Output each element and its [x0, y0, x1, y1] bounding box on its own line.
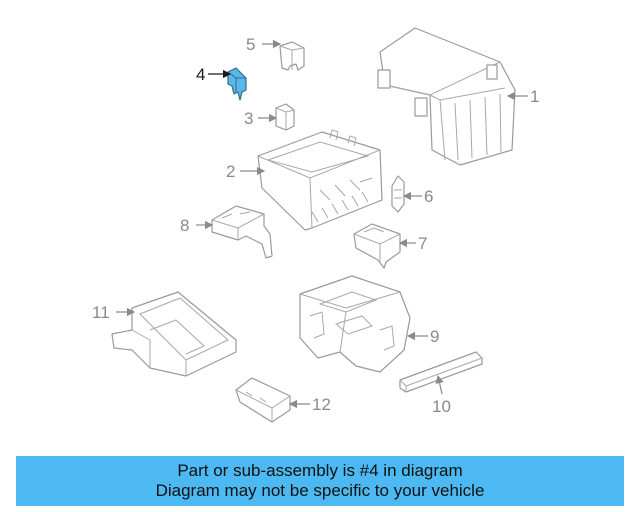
- part-6-clip[interactable]: [391, 175, 405, 213]
- callout-7: 7: [418, 234, 427, 253]
- callout-11: 11: [92, 303, 110, 322]
- part-5-relay[interactable]: [279, 41, 305, 71]
- leader-10: [435, 374, 444, 395]
- part-4-highlighted[interactable]: [227, 67, 247, 101]
- callout-12: 12: [312, 395, 331, 414]
- part-9-bracket[interactable]: [299, 275, 411, 373]
- callout-2: 2: [226, 162, 235, 181]
- part-2-fuse-box-housing[interactable]: [257, 129, 383, 231]
- callout-9: 9: [430, 327, 439, 346]
- part-8-connector-block[interactable]: [211, 205, 273, 259]
- part-10-rail[interactable]: [399, 351, 483, 393]
- callout-10: 10: [432, 397, 451, 416]
- callout-1: 1: [530, 87, 539, 106]
- part-11-lower-tray[interactable]: [111, 291, 237, 377]
- callout-5: 5: [246, 35, 255, 54]
- callout-6: 6: [424, 187, 433, 206]
- part-1-fuse-box-cover[interactable]: [377, 27, 516, 166]
- banner-part-text: Part or sub-assembly is #4 in diagram: [177, 461, 463, 480]
- part-3-relay[interactable]: [275, 103, 295, 131]
- part-12-small-bracket[interactable]: [235, 377, 291, 423]
- part-7-relay-block[interactable]: [353, 223, 401, 269]
- banner-disclaimer-text: Diagram may not be specific to your vehi…: [155, 481, 485, 500]
- callout-4: 4: [196, 65, 205, 84]
- callout-8: 8: [180, 216, 189, 235]
- callout-3: 3: [244, 109, 253, 128]
- parts-diagram: 1 2 3 4 5 6 7 8 9 10 11 12: [92, 27, 539, 423]
- info-banner: Part or sub-assembly is #4 in diagram Di…: [16, 456, 624, 506]
